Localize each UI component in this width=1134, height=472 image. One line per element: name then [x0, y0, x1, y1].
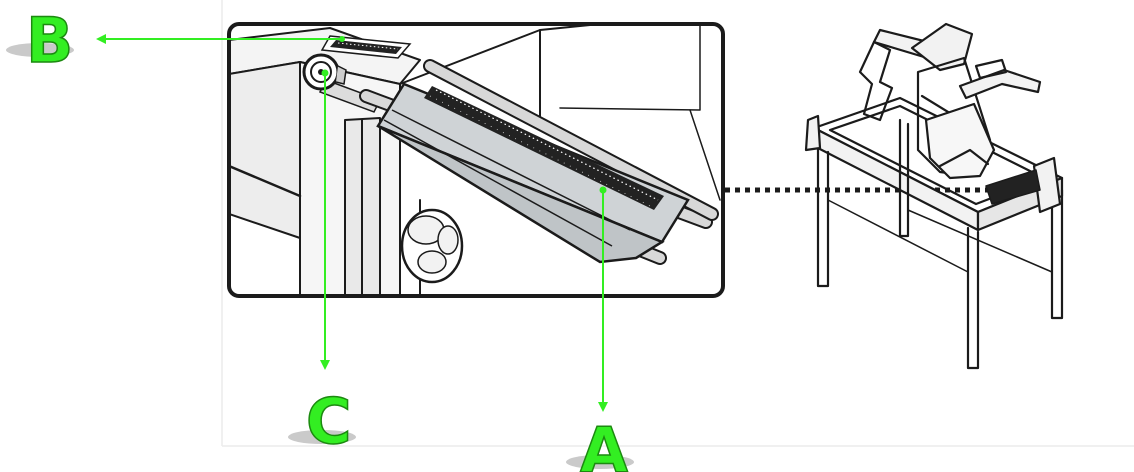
svg-text:C: C: [306, 385, 352, 458]
hand-knob-icon: [400, 208, 464, 284]
tile-saw-machine: [804, 22, 1064, 370]
label-b: B: [6, 3, 74, 78]
label-c: C: [288, 384, 356, 459]
measuring-rail: [376, 82, 690, 264]
callout-arrow-c: [320, 69, 330, 370]
detail-inset: [227, 22, 725, 298]
label-a: A: [566, 413, 634, 472]
adjustment-knob-icon: [302, 53, 382, 113]
callout-arrow-a: [598, 186, 608, 412]
svg-text:B: B: [26, 4, 73, 77]
top-scale-strip: [320, 35, 412, 59]
svg-text:A: A: [580, 414, 628, 472]
callout-arrow-b: [96, 34, 345, 44]
